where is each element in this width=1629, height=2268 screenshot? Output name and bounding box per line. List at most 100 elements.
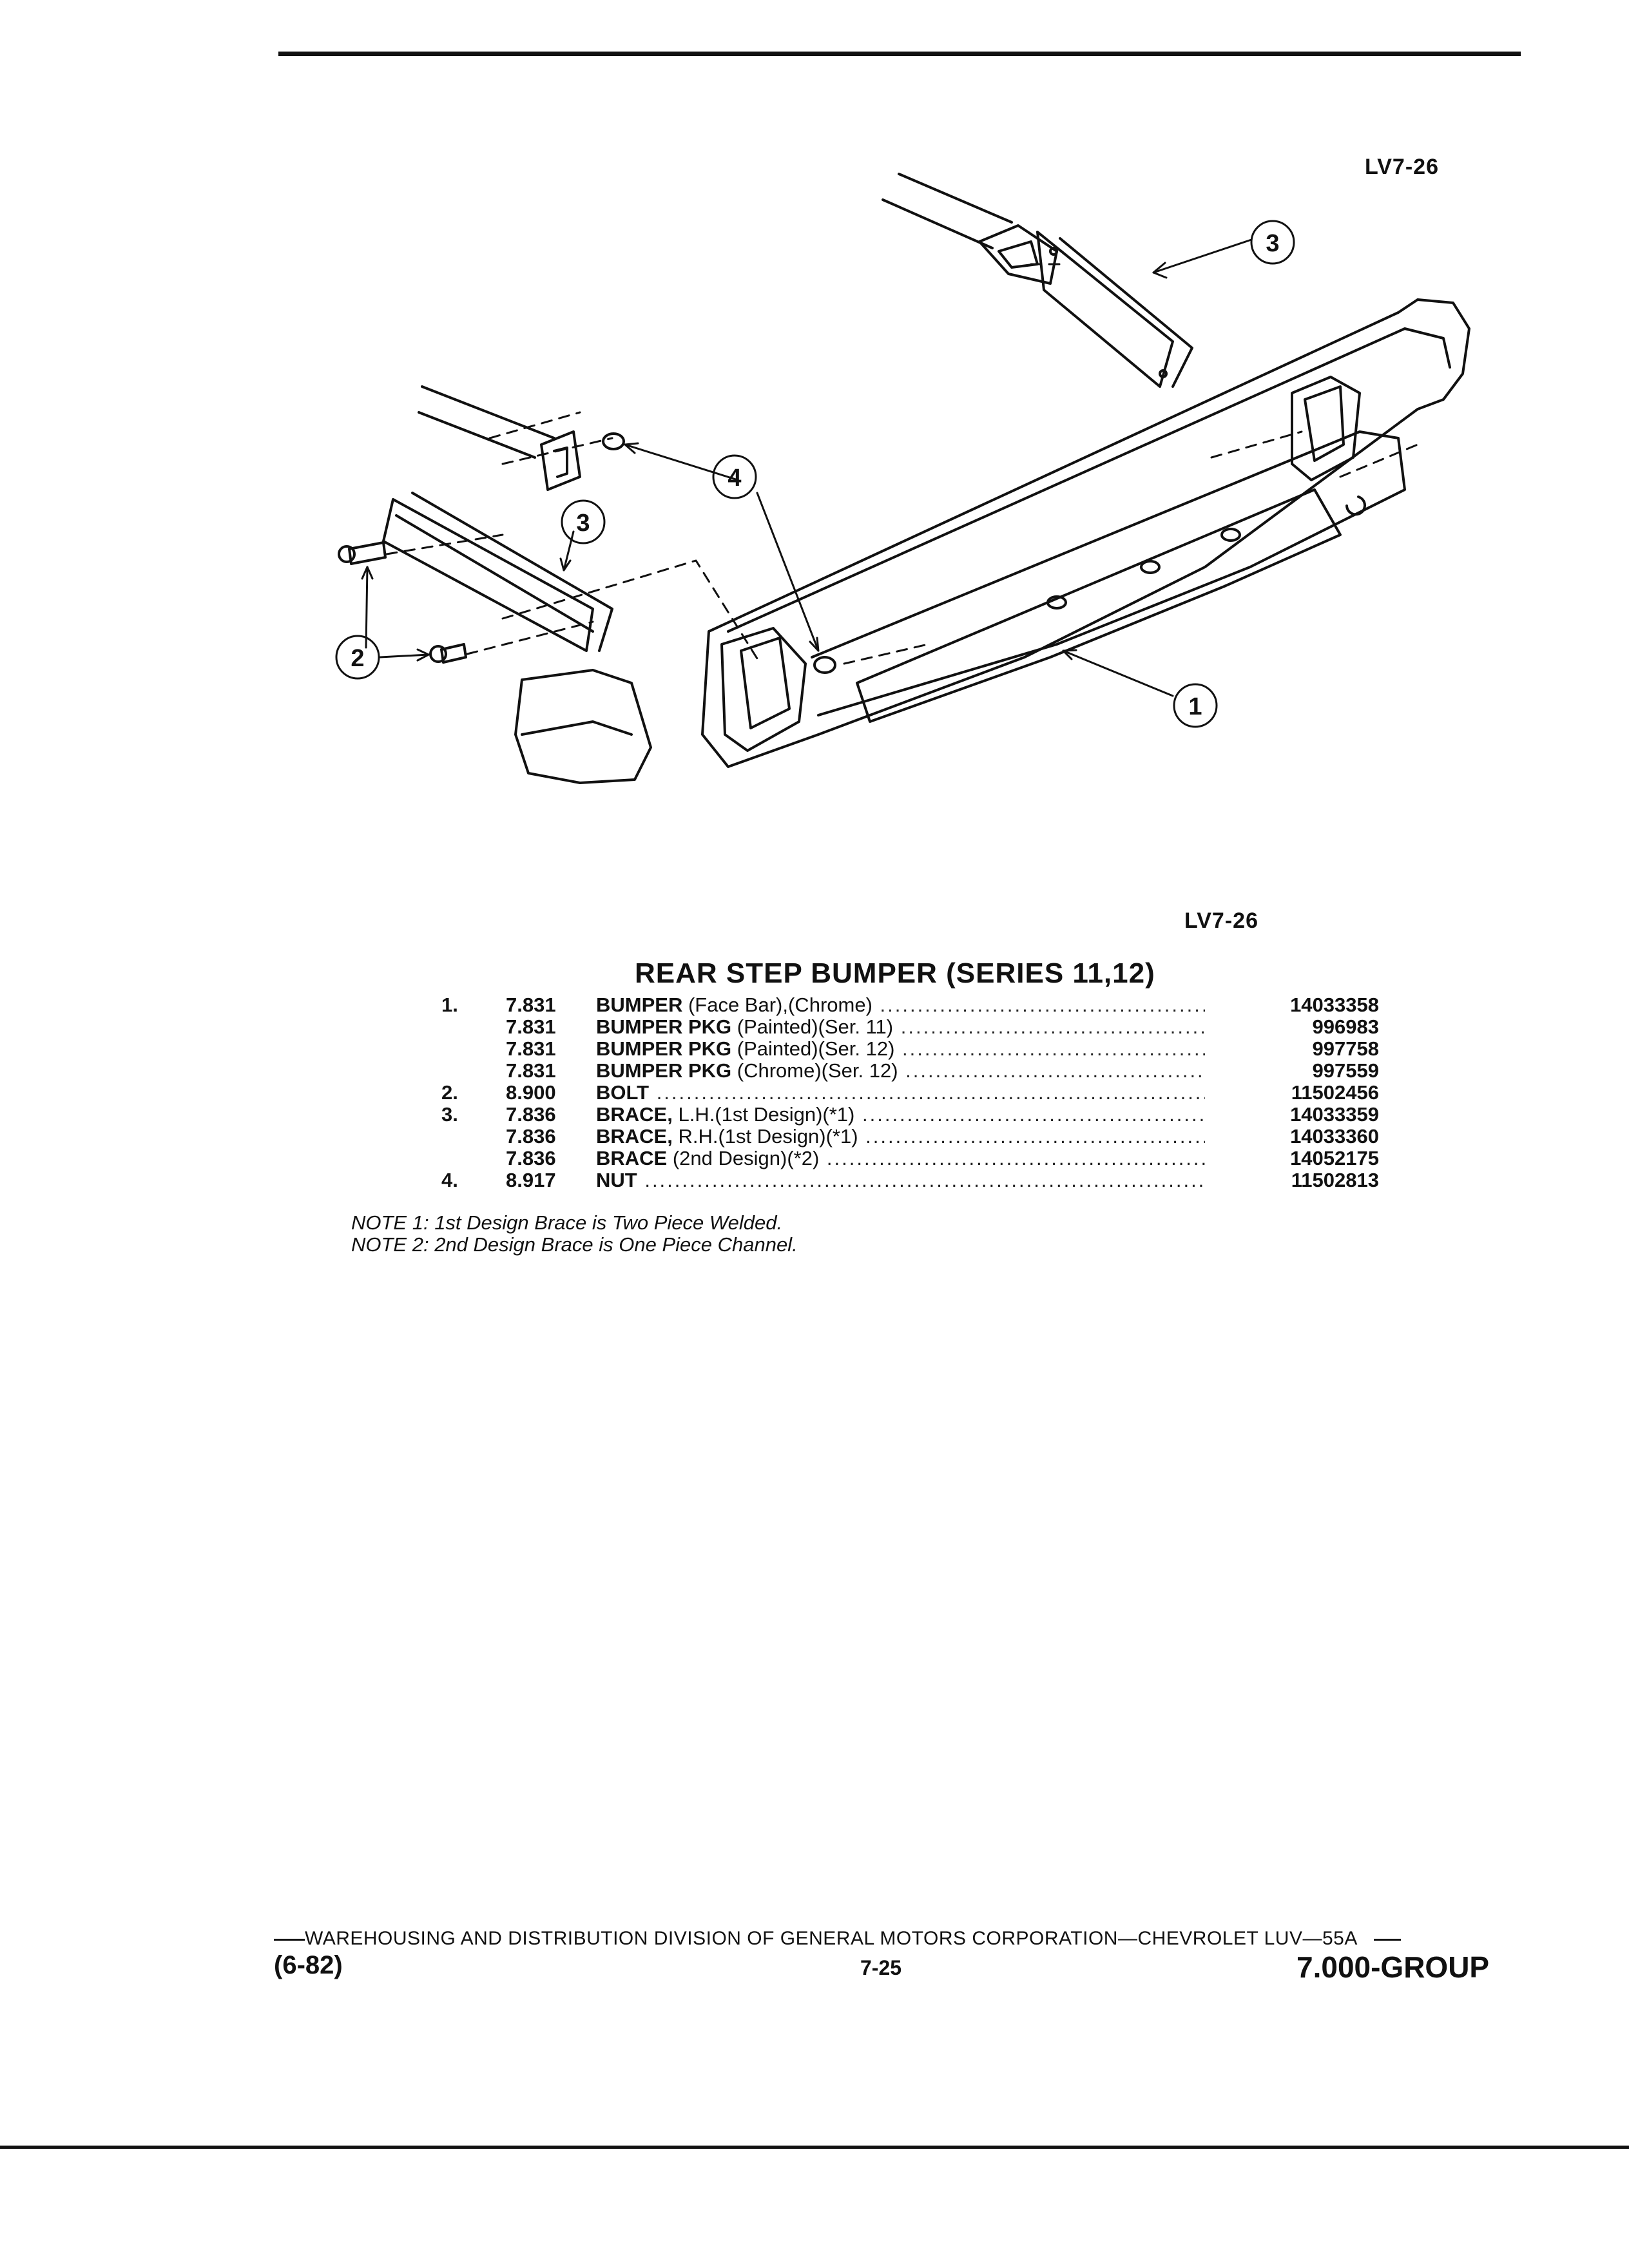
- footer-group: 7.000-GROUP: [1296, 1950, 1490, 1984]
- part-number: 14033360: [1290, 1125, 1379, 1148]
- group-number: 7.831: [506, 994, 556, 1016]
- group-number: 8.917: [506, 1169, 556, 1191]
- dash-right: [1374, 1938, 1402, 1941]
- part-name: BUMPER PKG: [596, 1038, 732, 1060]
- footer-corporation: WAREHOUSING AND DISTRIBUTION DIVISION OF…: [274, 1928, 1402, 1950]
- callout-3-upper: 3: [1250, 220, 1295, 265]
- part-row: 7.831 BUMPER PKG (Painted)(Ser. 12) .....…: [361, 1038, 1379, 1060]
- group-number: 7.831: [506, 1059, 556, 1082]
- part-number: 11502456: [1291, 1081, 1379, 1104]
- group-number: 7.831: [506, 1037, 556, 1060]
- item-number: 2.: [441, 1081, 458, 1104]
- part-description: BUMPER PKG (Painted)(Ser. 12) ..........…: [596, 1038, 1205, 1060]
- part-description: BOLT ...................................…: [596, 1082, 1205, 1104]
- part-number: 997758: [1312, 1037, 1379, 1060]
- part-number: 997559: [1312, 1059, 1379, 1082]
- part-detail: (Painted)(Ser. 12): [731, 1038, 895, 1060]
- part-number: 14052175: [1290, 1147, 1379, 1169]
- part-row: 7.836 BRACE (2nd Design)(*2) ............…: [361, 1148, 1379, 1169]
- part-name: BRACE,: [596, 1104, 673, 1126]
- frame-rail-right: [882, 173, 1058, 285]
- svg-text:1: 1: [1188, 693, 1202, 720]
- part-description: BRACE (2nd Design)(*2) .................…: [596, 1148, 1205, 1169]
- leader-dots: ........................................…: [905, 1060, 1205, 1082]
- part-name: BUMPER PKG: [596, 1060, 732, 1082]
- leader-dots: ........................................…: [902, 1038, 1205, 1060]
- group-number: 7.836: [506, 1125, 556, 1148]
- part-name: NUT: [596, 1169, 637, 1191]
- part-detail: (2nd Design)(*2): [667, 1148, 820, 1169]
- part-name: BOLT: [596, 1082, 650, 1104]
- assembly-lines: [385, 263, 1419, 665]
- brace-upper: [1036, 231, 1193, 388]
- part-description: BUMPER (Face Bar),(Chrome) .............…: [596, 994, 1205, 1016]
- svg-text:2: 2: [351, 645, 364, 672]
- part-description: BUMPER PKG (Chrome)(Ser. 12) ...........…: [596, 1060, 1205, 1082]
- part-description: BRACE, R.H.(1st Design)(*1) ............…: [596, 1126, 1205, 1148]
- note-1: NOTE 1: 1st Design Brace is Two Piece We…: [351, 1211, 783, 1234]
- bolts: [338, 541, 467, 664]
- dash-left: [274, 1938, 305, 1941]
- part-name: BRACE,: [596, 1126, 673, 1148]
- group-number: 7.836: [506, 1147, 556, 1169]
- top-rule: [278, 52, 1521, 56]
- bottom-rule: [0, 2146, 1629, 2149]
- group-number: 7.836: [506, 1103, 556, 1126]
- callout-4: 4: [712, 454, 757, 499]
- leader-dots: ........................................…: [880, 994, 1206, 1016]
- part-detail: R.H.(1st Design)(*1): [672, 1126, 858, 1148]
- item-number: 3.: [441, 1103, 458, 1126]
- brace-left: [382, 492, 613, 652]
- part-number: 11502813: [1291, 1169, 1379, 1191]
- part-number: 14033359: [1290, 1103, 1379, 1126]
- frame-rail-left: [418, 385, 581, 491]
- item-number: 4.: [441, 1169, 458, 1191]
- leader-dots: ........................................…: [862, 1104, 1205, 1126]
- part-row: 2. 8.900 BOLT ............................…: [361, 1082, 1379, 1104]
- part-number: 14033358: [1290, 994, 1379, 1016]
- svg-text:3: 3: [576, 510, 590, 537]
- figure-code-caption: LV7-26: [1184, 908, 1258, 933]
- section-title: REAR STEP BUMPER (SERIES 11,12): [635, 957, 1155, 989]
- group-number: 8.900: [506, 1081, 556, 1104]
- part-row: 4. 8.917 NUT .............................…: [361, 1169, 1379, 1191]
- bumper-face-bar: [514, 298, 1470, 784]
- leader-dots: ........................................…: [865, 1126, 1205, 1148]
- note-2: NOTE 2: 2nd Design Brace is One Piece Ch…: [351, 1233, 798, 1256]
- leader-dots: ........................................…: [656, 1082, 1205, 1104]
- callout-3-left: 3: [561, 499, 606, 544]
- part-row: 7.836 BRACE, R.H.(1st Design)(*1) .......…: [361, 1126, 1379, 1148]
- part-name: BRACE: [596, 1148, 668, 1169]
- bumper-exploded-diagram: 3 4 3 2 1: [335, 173, 1470, 784]
- part-description: NUT ....................................…: [596, 1169, 1205, 1191]
- callout-2: 2: [335, 635, 380, 680]
- page-number: 7-25: [860, 1956, 902, 1979]
- part-detail: (Face Bar),(Chrome): [682, 994, 872, 1016]
- part-name: BUMPER PKG: [596, 1016, 732, 1038]
- part-row: 7.831 BUMPER PKG (Painted)(Ser. 11) .....…: [361, 1016, 1379, 1038]
- part-number: 996983: [1312, 1015, 1379, 1038]
- footer-date: (6-82): [274, 1951, 343, 1979]
- callout-1: 1: [1173, 683, 1218, 728]
- part-detail: L.H.(1st Design)(*1): [672, 1104, 855, 1126]
- part-row: 7.831 BUMPER PKG (Chrome)(Ser. 12) ......…: [361, 1060, 1379, 1082]
- item-number: 1.: [441, 994, 458, 1016]
- svg-text:4: 4: [728, 465, 741, 492]
- part-row: 3. 7.836 BRACE, L.H.(1st Design)(*1) .....…: [361, 1104, 1379, 1126]
- footer-corporation-text: WAREHOUSING AND DISTRIBUTION DIVISION OF…: [305, 1928, 1357, 1949]
- leader-dots: ........................................…: [644, 1169, 1205, 1191]
- part-detail: (Chrome)(Ser. 12): [731, 1060, 898, 1082]
- leader-dots: ........................................…: [826, 1148, 1205, 1169]
- part-description: BRACE, L.H.(1st Design)(*1) ............…: [596, 1104, 1205, 1126]
- leader-dots: ........................................…: [900, 1016, 1205, 1038]
- part-description: BUMPER PKG (Painted)(Ser. 11) ..........…: [596, 1016, 1205, 1038]
- part-detail: (Painted)(Ser. 11): [731, 1016, 894, 1038]
- svg-text:3: 3: [1266, 230, 1279, 257]
- group-number: 7.831: [506, 1015, 556, 1038]
- figure-code: LV7-26: [1365, 155, 1439, 179]
- parts-list: 1. 7.831 BUMPER (Face Bar),(Chrome) ......…: [361, 994, 1379, 1191]
- part-name: BUMPER: [596, 994, 683, 1016]
- nuts: [602, 432, 836, 674]
- part-row: 1. 7.831 BUMPER (Face Bar),(Chrome) ......…: [361, 994, 1379, 1016]
- leader-lines: [361, 238, 1253, 697]
